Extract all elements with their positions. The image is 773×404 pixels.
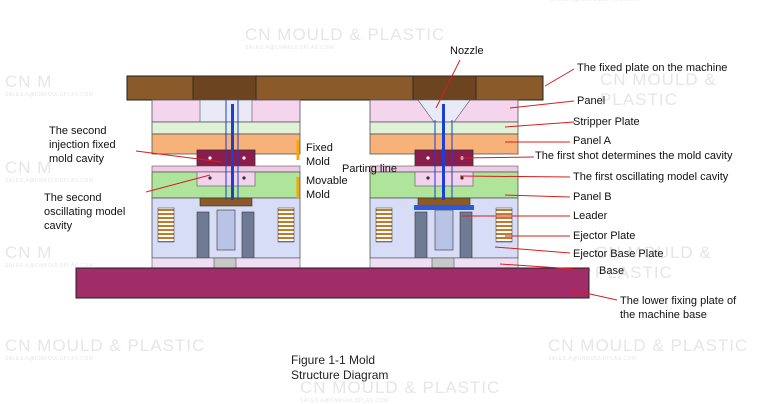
label-nozzle: Nozzle: [450, 45, 484, 57]
label-lower-fixing-plate: The lower fixing plate of the machine ba…: [620, 295, 737, 321]
right-mold: [369, 99, 519, 269]
label-second-oscillating: The second oscillating model cavity: [44, 192, 126, 232]
label-panel-a: Panel A: [573, 135, 611, 147]
figure-caption: Figure 1-1 Mold Structure Diagram: [291, 353, 389, 382]
label-first-oscillating: The first oscillating model cavity: [573, 171, 729, 183]
label-panel-b: Panel B: [573, 191, 612, 203]
label-fixed-mold: Fixed Mold: [306, 142, 333, 168]
label-ejector-base-plate: Ejector Base Plate: [573, 248, 664, 260]
label-panel: Panel: [577, 95, 606, 107]
label-base: Base: [599, 265, 625, 277]
label-movable-mold: Movable Mold: [306, 175, 348, 201]
label-fixed-plate-machine: The fixed plate on the machine: [577, 62, 728, 74]
label-stripper-plate: Stripper Plate: [573, 116, 640, 128]
machine-fixed-plate: [126, 75, 544, 101]
label-parting-line: Parting line: [342, 163, 398, 175]
leader-lines: [135, 59, 618, 301]
label-ejector-plate: Ejector Plate: [573, 230, 636, 242]
label-second-injection: The second injection fixed mold cavity: [49, 125, 116, 165]
left-mold: [151, 99, 301, 269]
lower-fixing-plate: [75, 267, 590, 299]
label-first-shot: The first shot determines the mold cavit…: [535, 150, 733, 162]
label-leader: Leader: [573, 210, 608, 222]
